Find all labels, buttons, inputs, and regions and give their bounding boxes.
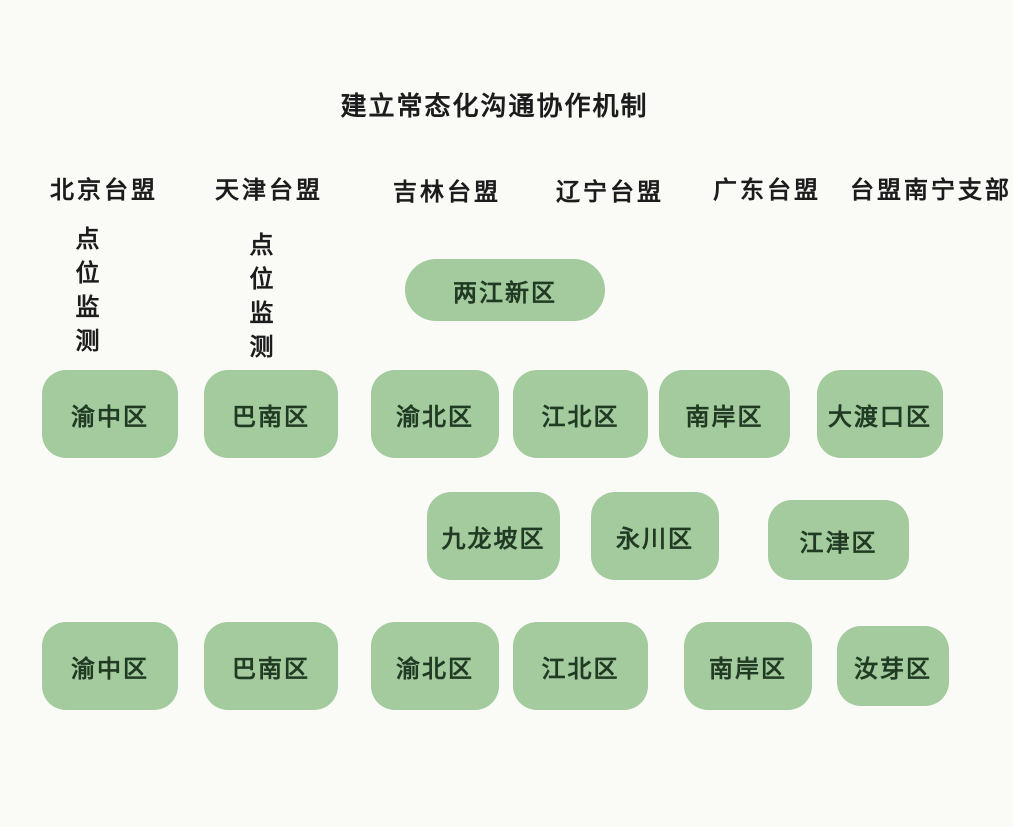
district-box: 渝北区 (371, 370, 499, 458)
header-org-tianjin: 天津台盟 (215, 178, 323, 204)
diagram-title: 建立常态化沟通协作机制 (340, 92, 649, 121)
district-box: 巴南区 (204, 370, 338, 458)
header-org-nanning: 台盟南宁支部 (850, 178, 1012, 204)
district-box: 永川区 (591, 492, 719, 580)
district-box: 南岸区 (684, 622, 812, 710)
header-org-guangdong: 广东台盟 (713, 178, 821, 204)
header-org-liaoning: 辽宁台盟 (556, 180, 664, 206)
district-box: 两江新区 (405, 259, 605, 321)
district-box: 南岸区 (659, 370, 790, 458)
header-org-beijing: 北京台盟 (50, 178, 158, 204)
district-box: 九龙坡区 (427, 492, 560, 580)
vertical-note: 点位监测 (245, 232, 271, 368)
district-box: 汝芽区 (837, 626, 949, 706)
district-box: 渝中区 (42, 370, 178, 458)
district-box: 江北区 (513, 370, 648, 458)
district-box: 江津区 (768, 500, 909, 580)
district-box: 渝北区 (371, 622, 499, 710)
header-org-jilin: 吉林台盟 (393, 180, 501, 206)
district-box: 大渡口区 (817, 370, 943, 458)
district-box: 江北区 (513, 622, 648, 710)
district-box: 渝中区 (42, 622, 178, 710)
vertical-note: 点位监测 (71, 226, 97, 362)
district-box: 巴南区 (204, 622, 338, 710)
